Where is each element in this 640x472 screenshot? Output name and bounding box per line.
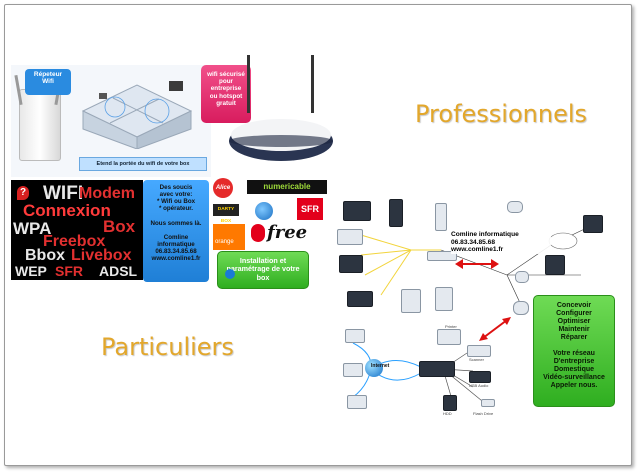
install-box: Installation et paramétrage de votre box [217, 251, 309, 289]
printer-label: Printer [445, 324, 457, 329]
switch-image [427, 251, 457, 261]
repeater-title: Répeteur Wifi [25, 69, 71, 95]
like-icon [225, 269, 235, 279]
flash-drive-label: Flash Drive [473, 411, 494, 416]
darty-logo: DARTY BOX [213, 204, 239, 224]
word-bbox: Bbox [25, 247, 65, 264]
orange-logo: orange [213, 224, 245, 250]
camera-3-image [513, 301, 529, 315]
usb-audio-image [469, 371, 491, 383]
router-box-image [419, 361, 455, 377]
word-wifi: WIFI [43, 183, 84, 204]
access-point-image [435, 203, 447, 231]
imac-image [339, 255, 363, 273]
laptop-image [337, 229, 363, 245]
router-image [225, 53, 337, 173]
question-mark-icon: ? [17, 186, 29, 200]
pro-contact-name: Comline informatique [451, 231, 519, 238]
printer-image [437, 329, 461, 345]
camera-1-image [507, 201, 523, 213]
internet-label: Internet [371, 363, 390, 369]
problems-box: Des soucis avec votre: * Wifi ou Box * o… [143, 180, 209, 282]
free-logo: free [267, 222, 308, 243]
word-connexion: Connexion [23, 201, 111, 220]
pro-contact-phone: 06.83.34.85.68 [451, 238, 495, 246]
slide: Répeteur Wifi Etend la portée du wifi de… [4, 4, 632, 466]
tower-server-image [389, 199, 403, 227]
alice-logo: Alice [213, 178, 233, 198]
word-wep: WEP [15, 263, 47, 279]
pro-network-diagram: Comline informatique 06.83.34.85.68 www.… [331, 195, 621, 319]
red-arrow-diagonal [479, 317, 511, 341]
network-storage-image [435, 287, 453, 311]
home-network-diagram: Internet Printer Scanner USB Audio HDD F… [343, 323, 523, 419]
usb-audio-label: USB Audio [469, 383, 489, 388]
camera-2-image [515, 271, 529, 283]
repeater-device-image [19, 89, 61, 161]
wifi-secure-box: wifi sécurisé pour entreprise ou hotspot… [201, 65, 251, 123]
pro-contact-url: www.comline1.fr [451, 246, 504, 254]
word-freebox: Freebox [43, 233, 106, 250]
red-arrow-horizontal [455, 257, 499, 271]
pc-tower-image [401, 289, 421, 313]
scanner-image [467, 345, 491, 357]
word-adsl: ADSL [99, 263, 138, 279]
word-modem: Modem [79, 185, 135, 202]
house-schematic-image [73, 71, 201, 150]
laptop-2-image [343, 363, 363, 377]
hdd-label: HDD [443, 411, 452, 416]
bouygues-logo-icon [255, 202, 273, 220]
monitor-image [343, 201, 371, 221]
repeater-caption: Etend la portée du wifi de votre box [79, 157, 207, 171]
free-mark-icon [251, 224, 265, 242]
word-wpa: WPA [13, 219, 52, 238]
hdd-image [443, 395, 457, 411]
sfr-logo: SFR [297, 198, 323, 220]
laptop-1-image [345, 329, 365, 343]
laptop-3-image [347, 395, 367, 409]
nvr-image [545, 255, 565, 275]
heading-professionnels: Professionnels [415, 100, 588, 128]
flash-drive-image [481, 399, 495, 407]
services-box: Concevoir Configurer Optimiser Maintenir… [533, 295, 615, 407]
brands-panel: Alice numericable DARTY BOX SFR orange f… [211, 178, 327, 250]
word-cloud: ? WIFI Modem Connexion WPA Box Freebox B… [11, 180, 143, 280]
pro-printer-image [347, 291, 373, 307]
remote-monitor-image [583, 215, 603, 233]
pro-contact: Comline informatique 06.83.34.85.68 www.… [451, 231, 551, 254]
word-livebox: Livebox [71, 247, 132, 264]
heading-particuliers: Particuliers [101, 333, 234, 361]
internet-globe-icon [365, 359, 383, 377]
repeater-collage: Répeteur Wifi Etend la portée du wifi de… [11, 65, 211, 177]
word-sfr: SFR [55, 263, 83, 279]
scanner-label: Scanner [469, 357, 484, 362]
numericable-logo: numericable [247, 180, 327, 194]
word-box: Box [103, 217, 136, 236]
